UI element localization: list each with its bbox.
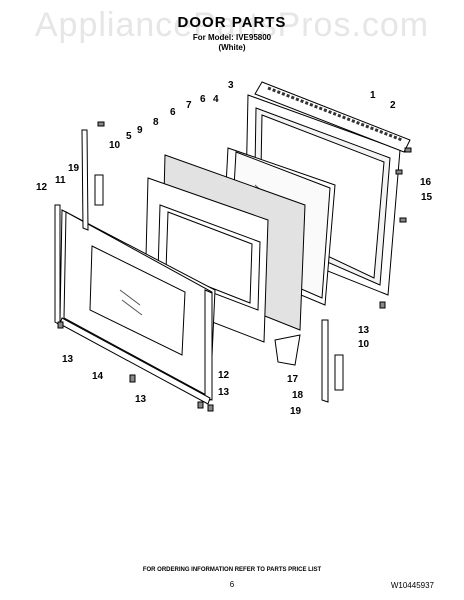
callout-3: 3 [228,80,234,91]
callout-10: 10 [109,140,121,151]
color-line: (White) [218,43,246,52]
callout-13: 13 [218,387,230,398]
page-title: DOOR PARTS [177,14,287,31]
vent-trim [254,81,411,153]
callout-17: 17 [287,374,299,385]
callout-14: 14 [92,371,104,382]
callout-13: 13 [358,325,370,336]
callout-11: 11 [55,175,66,186]
callout-13: 13 [62,354,74,365]
side-trims [54,129,344,403]
watermark-text: AppliancePartsPros.com [34,6,430,44]
document-number: W10445937 [390,581,434,590]
callout-8: 8 [153,117,159,128]
screws [57,121,412,412]
callout-19: 19 [290,406,302,417]
callout-15: 15 [421,192,433,203]
callout-13: 13 [135,394,147,405]
callout-2: 2 [390,100,396,111]
callout-7: 7 [186,100,192,111]
callout-6: 6 [170,107,176,118]
footer-note: FOR ORDERING INFORMATION REFER TO PARTS … [142,567,322,573]
outer-door [59,209,216,401]
callout-12: 12 [218,370,230,381]
callout-10: 10 [358,339,370,350]
callout-16: 16 [420,177,432,188]
callout-9: 9 [137,125,143,136]
model-line: For Model: IVE95800 [192,33,272,42]
callout-1: 1 [370,90,376,101]
callout-19: 19 [68,163,80,174]
callout-labels: 1234566789101011121213131313141516171819… [36,80,433,417]
callout-12: 12 [36,182,48,193]
callout-6: 6 [200,94,206,105]
page-number: 6 [229,580,235,589]
callout-4: 4 [213,94,219,105]
hinge-bracket [274,334,301,366]
callout-5: 5 [126,131,132,142]
callout-18: 18 [292,390,304,401]
